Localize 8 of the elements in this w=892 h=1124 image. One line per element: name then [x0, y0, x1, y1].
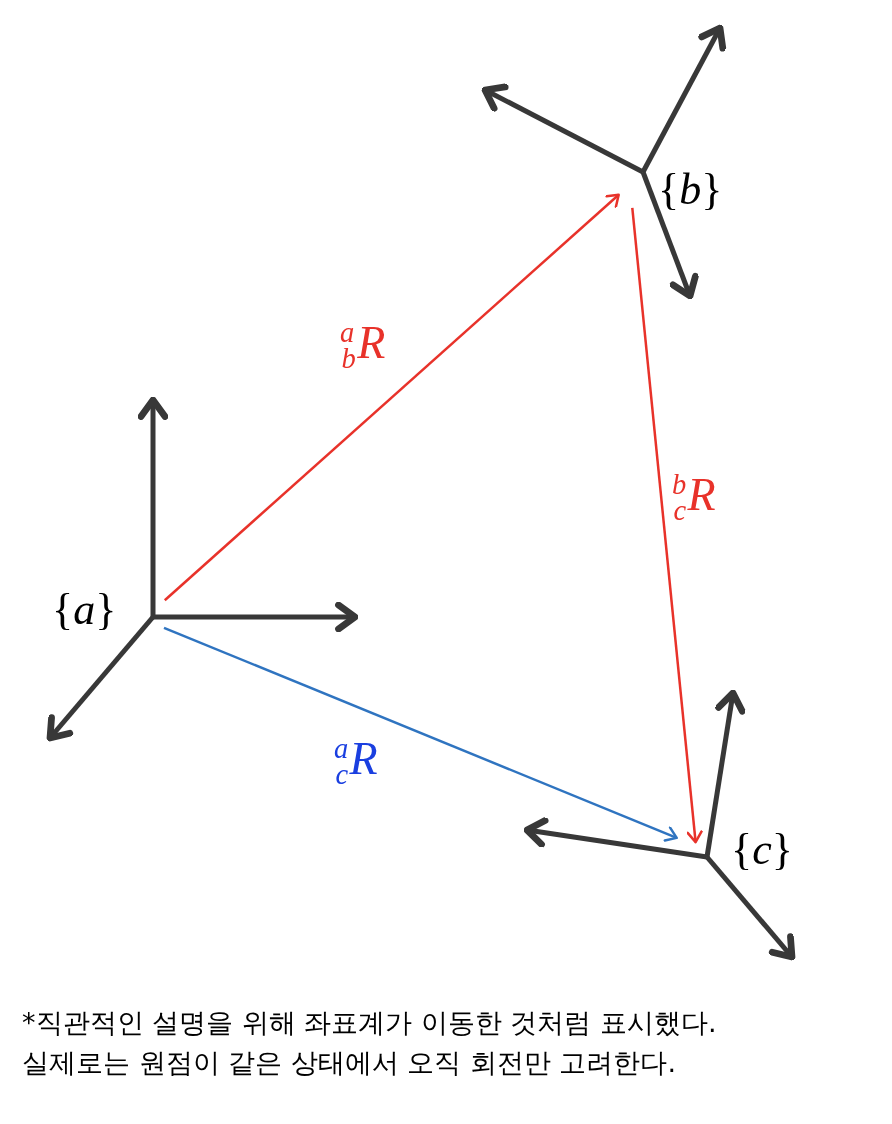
frame-label: {a} [52, 588, 117, 632]
arrow [163, 193, 620, 602]
footnote-text: 실제로는 원점이 같은 상태에서 오직 회전만 고려한다. [22, 1046, 677, 1080]
footnote-text: *직관적인 설명을 위해 좌표계가 이동한 것처럼 표시했다. [22, 1006, 717, 1040]
arrow [631, 207, 703, 844]
frame-label: {b} [658, 168, 723, 212]
arrow [163, 626, 678, 842]
frame-label: {c} [731, 828, 793, 872]
